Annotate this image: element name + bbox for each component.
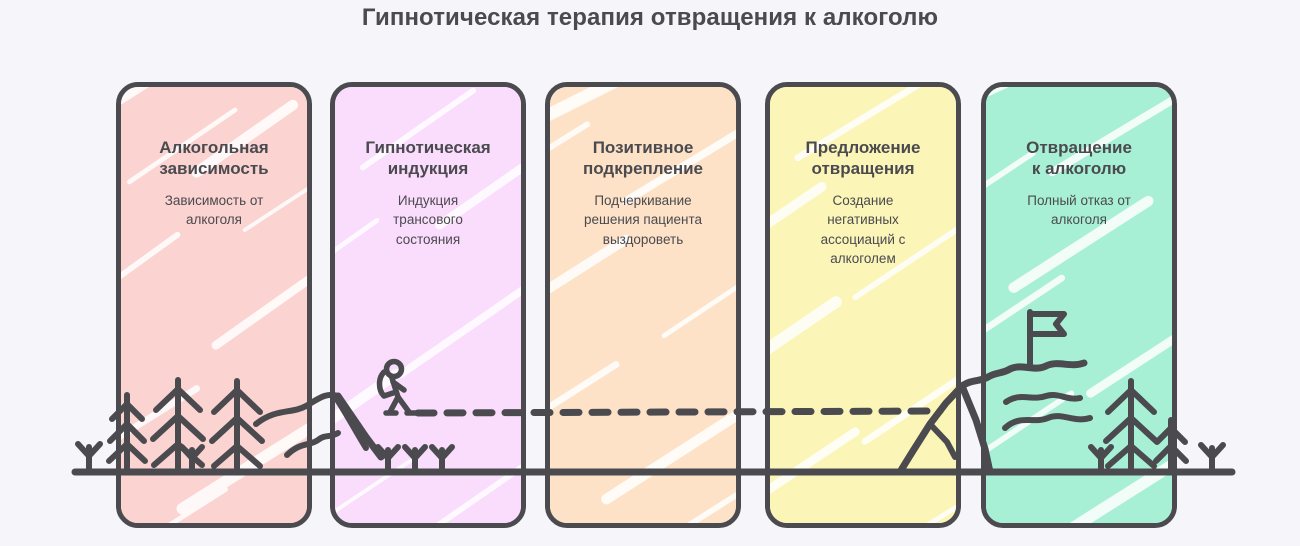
card-body: Позитивное подкрепление Подчеркивание ре… bbox=[550, 137, 736, 249]
card-subtitle: Подчеркивание решения пациента выздорове… bbox=[583, 192, 702, 247]
card-title: Отвращение к алкоголю bbox=[1026, 138, 1132, 179]
card-title: Позитивное подкрепление bbox=[582, 138, 704, 179]
stage-card-alcohol-dependence[interactable]: Алкогольная зависимость Зависимость от а… bbox=[116, 82, 312, 528]
card-title: Гипнотическая индукция bbox=[365, 138, 491, 179]
card-body: Гипнотическая индукция Индукция трансово… bbox=[335, 137, 521, 249]
page-title: Гипнотическая терапия отвращения к алког… bbox=[361, 4, 939, 31]
stage-card-alcohol-aversion[interactable]: Отвращение к алкоголю Полный отказ от ал… bbox=[981, 82, 1177, 528]
card-body: Предложение отвращения Создание негативн… bbox=[770, 137, 956, 269]
card-subtitle: Создание негативных ассоциаций с алкогол… bbox=[820, 192, 906, 267]
sprout-shrub bbox=[75, 441, 103, 475]
card-subtitle: Индукция трансового состояния bbox=[393, 192, 463, 247]
stage-card-hypnotic-induction[interactable]: Гипнотическая индукция Индукция трансово… bbox=[330, 82, 526, 528]
stage-card-positive-reinforcement[interactable]: Позитивное подкрепление Подчеркивание ре… bbox=[545, 82, 741, 528]
sprout-shrub bbox=[1198, 442, 1226, 475]
card-body: Отвращение к алкоголю Полный отказ от ал… bbox=[986, 137, 1172, 230]
card-body: Алкогольная зависимость Зависимость от а… bbox=[121, 137, 307, 230]
stage-card-aversion-suggestion[interactable]: Предложение отвращения Создание негативн… bbox=[765, 82, 961, 528]
card-title: Предложение отвращения bbox=[805, 138, 921, 179]
card-subtitle: Зависимость от алкоголя bbox=[164, 192, 264, 228]
card-subtitle: Полный отказ от алкоголя bbox=[1027, 192, 1131, 228]
card-title: Алкогольная зависимость bbox=[159, 138, 269, 179]
